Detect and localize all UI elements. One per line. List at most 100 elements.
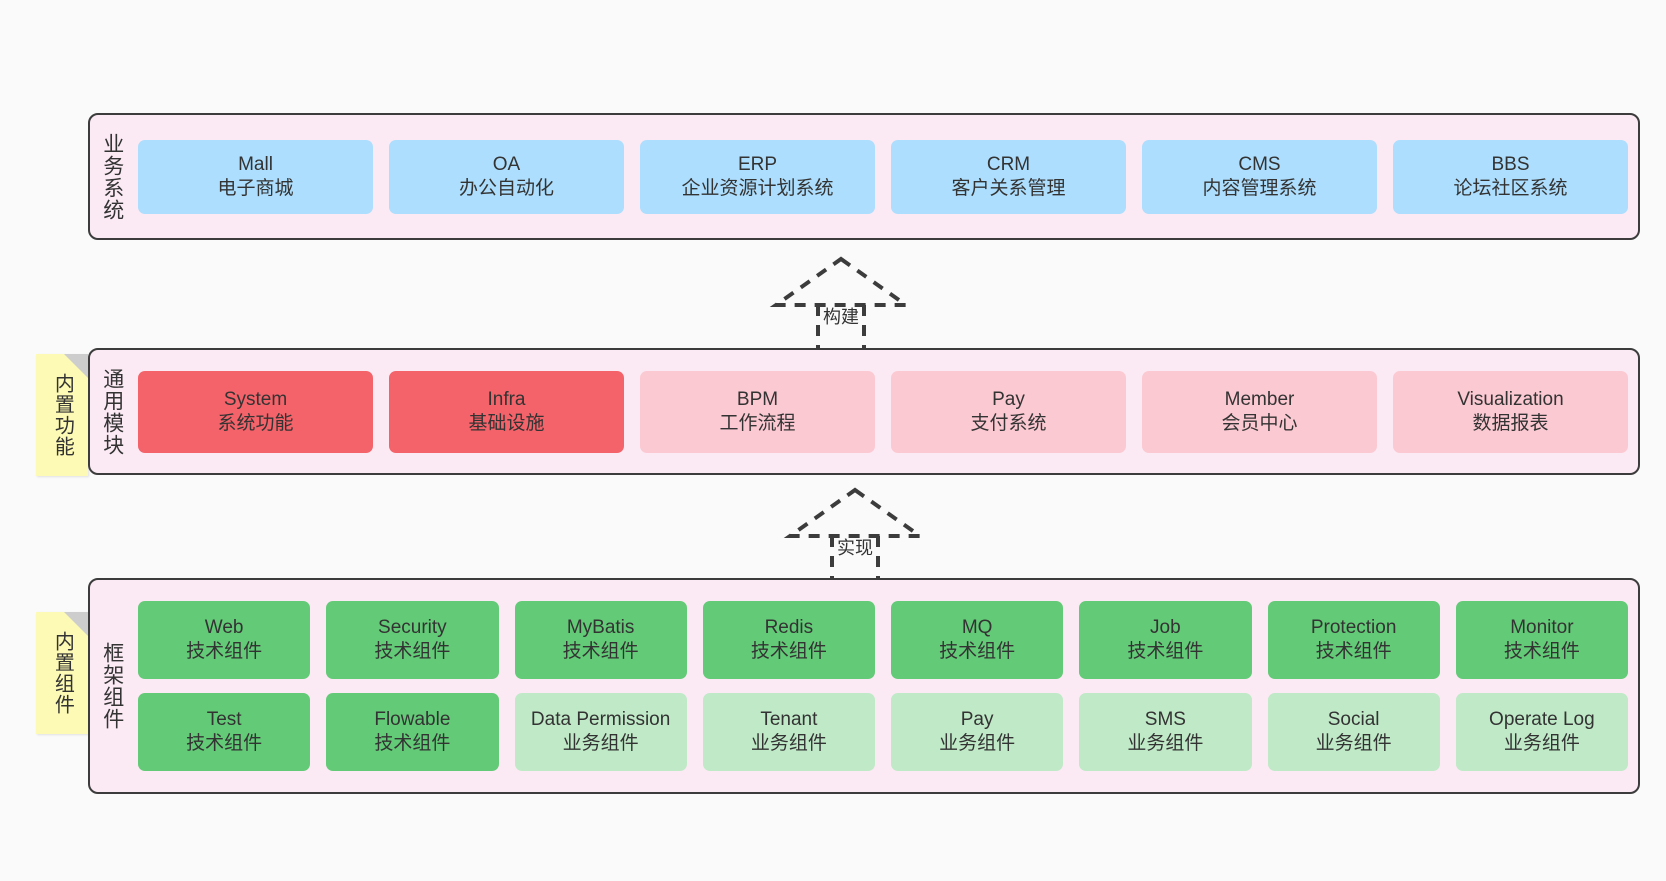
sticky-note-label: 内置组件 — [51, 631, 74, 715]
card-test[interactable]: Test 技术组件 — [138, 693, 311, 771]
card-title-cn: 基础设施 — [468, 412, 545, 434]
card-web[interactable]: Web 技术组件 — [138, 601, 311, 679]
card-erp[interactable]: ERP 企业资源计划系统 — [640, 139, 875, 214]
layer-framework-component: 框架组件 Web 技术组件 Security 技术组件 MyBatis 技术组件… — [88, 578, 1640, 794]
layer-body-common-module: System 系统功能 Infra 基础设施 BPM 工作流程 Pay 支付系统… — [134, 350, 1638, 473]
connector-build: 构建 — [746, 253, 936, 353]
card-data-permission[interactable]: Data Permission 业务组件 — [514, 693, 687, 771]
card-row: Web 技术组件 Security 技术组件 MyBatis 技术组件 Redi… — [138, 601, 1628, 679]
sticky-note-builtin-function: 内置功能 — [36, 354, 88, 476]
sticky-note-builtin-component: 内置组件 — [36, 612, 88, 734]
card-title-en: Pay — [960, 709, 994, 731]
card-cms[interactable]: CMS 内容管理系统 — [1142, 139, 1377, 214]
card-title-en: Security — [378, 617, 447, 639]
card-title-en: ERP — [737, 153, 778, 175]
card-title-cn: 客户关系管理 — [951, 177, 1066, 199]
card-bbs[interactable]: BBS 论坛社区系统 — [1393, 139, 1628, 214]
card-title-cn: 支付系统 — [970, 412, 1047, 434]
layer-title-framework-component: 框架组件 — [100, 642, 124, 730]
card-title-en: Mall — [238, 153, 273, 175]
card-bpm[interactable]: BPM 工作流程 — [640, 370, 875, 453]
card-title-en: Protection — [1310, 617, 1397, 639]
page-fold-icon — [64, 354, 88, 378]
card-title-en: MQ — [961, 617, 993, 639]
card-title-en: Test — [206, 709, 242, 731]
card-pay-business[interactable]: Pay 业务组件 — [891, 693, 1064, 771]
card-mq[interactable]: MQ 技术组件 — [891, 601, 1064, 679]
card-pay[interactable]: Pay 支付系统 — [891, 370, 1126, 453]
card-title-en: BPM — [736, 388, 779, 410]
card-title-cn: 工作流程 — [719, 412, 796, 434]
card-title-cn: 业务组件 — [1503, 733, 1580, 754]
card-title-en: CRM — [986, 153, 1031, 175]
card-title-cn: 内容管理系统 — [1202, 177, 1317, 199]
card-title-cn: 论坛社区系统 — [1453, 177, 1568, 199]
card-title-cn: 数据报表 — [1472, 412, 1549, 434]
card-job[interactable]: Job 技术组件 — [1079, 601, 1252, 679]
card-title-cn: 电子商城 — [217, 177, 294, 199]
card-title-cn: 企业资源计划系统 — [681, 177, 834, 199]
card-title-en: CMS — [1238, 153, 1281, 175]
card-title-cn: 技术组件 — [750, 641, 827, 662]
layer-title-common-module: 通用模块 — [100, 367, 124, 456]
card-protection[interactable]: Protection 技术组件 — [1267, 601, 1440, 679]
connector-label-realize: 实现 — [837, 538, 873, 558]
card-monitor[interactable]: Monitor 技术组件 — [1455, 601, 1628, 679]
card-title-en: Pay — [992, 388, 1025, 410]
layer-common-module: 通用模块 System 系统功能 Infra 基础设施 BPM 工作流程 Pay… — [88, 348, 1640, 475]
card-visualization[interactable]: Visualization 数据报表 — [1393, 370, 1628, 453]
card-system[interactable]: System 系统功能 — [138, 370, 373, 453]
card-operate-log[interactable]: Operate Log 业务组件 — [1455, 693, 1628, 771]
card-title-cn: 技术组件 — [1503, 641, 1580, 662]
card-title-en: Member — [1224, 388, 1295, 410]
generalization-arrow-icon — [769, 256, 913, 353]
card-title-en: SMS — [1144, 709, 1186, 731]
card-security[interactable]: Security 技术组件 — [326, 601, 499, 679]
card-title-cn: 会员中心 — [1221, 412, 1298, 434]
card-member[interactable]: Member 会员中心 — [1142, 370, 1377, 453]
card-title-cn: 技术组件 — [939, 641, 1016, 662]
card-title-cn: 业务组件 — [1127, 733, 1204, 754]
card-title-cn: 业务组件 — [750, 733, 827, 754]
card-mybatis[interactable]: MyBatis 技术组件 — [514, 601, 687, 679]
card-title-en: Web — [204, 617, 244, 639]
card-title-cn: 业务组件 — [1315, 733, 1392, 754]
card-title-cn: 技术组件 — [374, 641, 451, 662]
card-title-cn: 技术组件 — [186, 733, 263, 754]
card-title-cn: 业务组件 — [562, 733, 639, 754]
card-title-cn: 技术组件 — [562, 641, 639, 662]
card-oa[interactable]: OA 办公自动化 — [389, 139, 624, 214]
card-title-cn: 系统功能 — [217, 412, 294, 434]
card-flowable[interactable]: Flowable 技术组件 — [326, 693, 499, 771]
connector-realize: 实现 — [760, 484, 950, 584]
card-row: System 系统功能 Infra 基础设施 BPM 工作流程 Pay 支付系统… — [138, 370, 1628, 453]
card-title-cn: 业务组件 — [939, 733, 1016, 754]
card-row: Mall 电子商城 OA 办公自动化 ERP 企业资源计划系统 CRM 客户关系… — [138, 139, 1628, 214]
layer-body-business-system: Mall 电子商城 OA 办公自动化 ERP 企业资源计划系统 CRM 客户关系… — [134, 115, 1638, 238]
card-title-en: Redis — [764, 617, 814, 639]
card-redis[interactable]: Redis 技术组件 — [702, 601, 875, 679]
card-infra[interactable]: Infra 基础设施 — [389, 370, 624, 453]
card-mall[interactable]: Mall 电子商城 — [138, 139, 373, 214]
card-title-en: System — [223, 388, 288, 410]
card-title-cn: 技术组件 — [1127, 641, 1204, 662]
card-title-en: Monitor — [1510, 617, 1574, 639]
card-title-en: OA — [492, 153, 521, 175]
card-crm[interactable]: CRM 客户关系管理 — [891, 139, 1126, 214]
card-tenant[interactable]: Tenant 业务组件 — [702, 693, 875, 771]
card-title-cn: 技术组件 — [186, 641, 263, 662]
connector-label-build: 构建 — [823, 307, 859, 327]
card-title-cn: 办公自动化 — [458, 177, 554, 199]
card-title-cn: 技术组件 — [374, 733, 451, 754]
generalization-arrow-icon — [783, 487, 927, 584]
card-sms[interactable]: SMS 业务组件 — [1079, 693, 1252, 771]
page-fold-icon — [64, 612, 88, 636]
card-title-en: Data Permission — [530, 709, 671, 731]
sticky-note-label: 内置功能 — [51, 373, 74, 457]
layer-business-system: 业务系统 Mall 电子商城 OA 办公自动化 ERP 企业资源计划系统 CRM… — [88, 113, 1640, 240]
card-social[interactable]: Social 业务组件 — [1267, 693, 1440, 771]
card-title-en: Job — [1150, 617, 1181, 639]
card-row: Test 技术组件 Flowable 技术组件 Data Permission … — [138, 693, 1628, 771]
card-title-en: Visualization — [1457, 388, 1564, 410]
